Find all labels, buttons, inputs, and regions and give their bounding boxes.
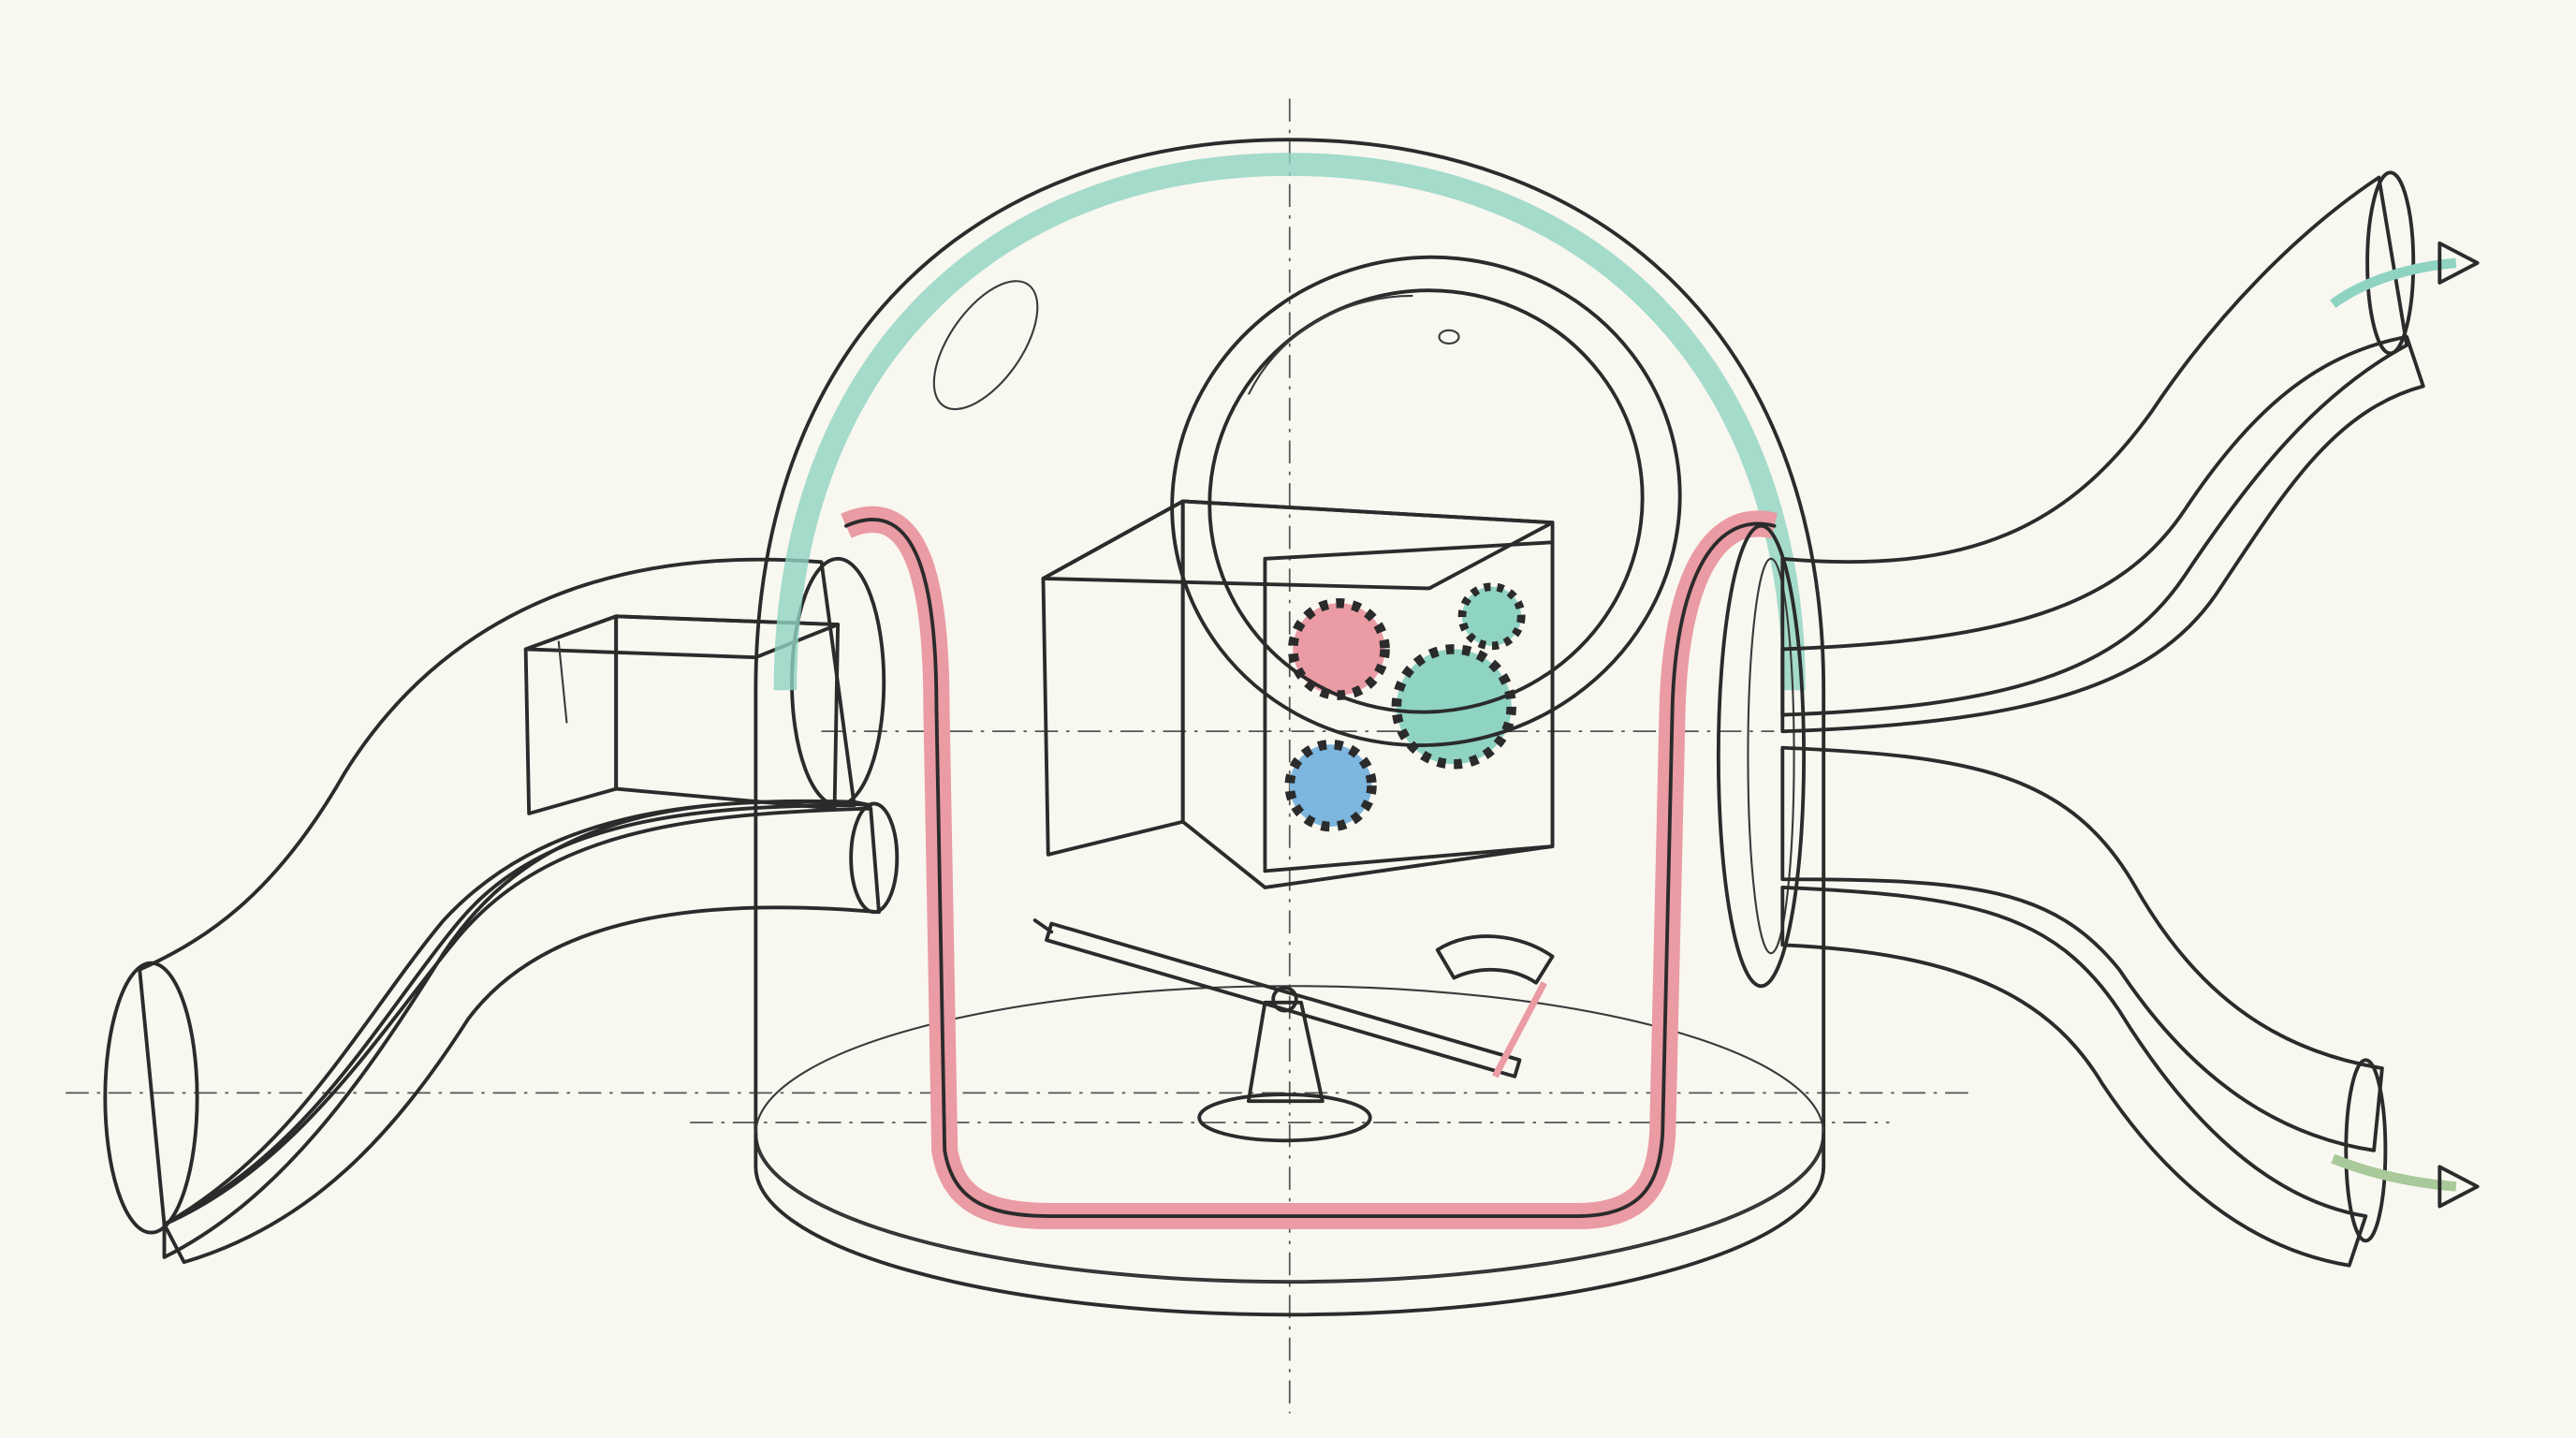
gear-icon (1391, 644, 1516, 770)
balance-scale (1032, 918, 1522, 1143)
inflow-pipe-green (162, 799, 900, 1265)
outflow-pipe-pink (1780, 745, 2388, 1268)
gear-icon (1457, 582, 1526, 651)
inner-frame (841, 506, 1807, 1230)
gauge (1435, 934, 1555, 1078)
gear-icon (1288, 597, 1390, 700)
magnifying-ring (1170, 255, 1682, 747)
gear-box (1041, 499, 1555, 889)
outflow-arrow-top (2330, 241, 2480, 309)
cardboard-box-incoming (523, 614, 841, 815)
gear-icon (1284, 739, 1377, 832)
glass-dome (754, 138, 1826, 1317)
outflow-arrow-bottom (2331, 1153, 2480, 1209)
outflow-pipe-teal (1780, 170, 2425, 734)
